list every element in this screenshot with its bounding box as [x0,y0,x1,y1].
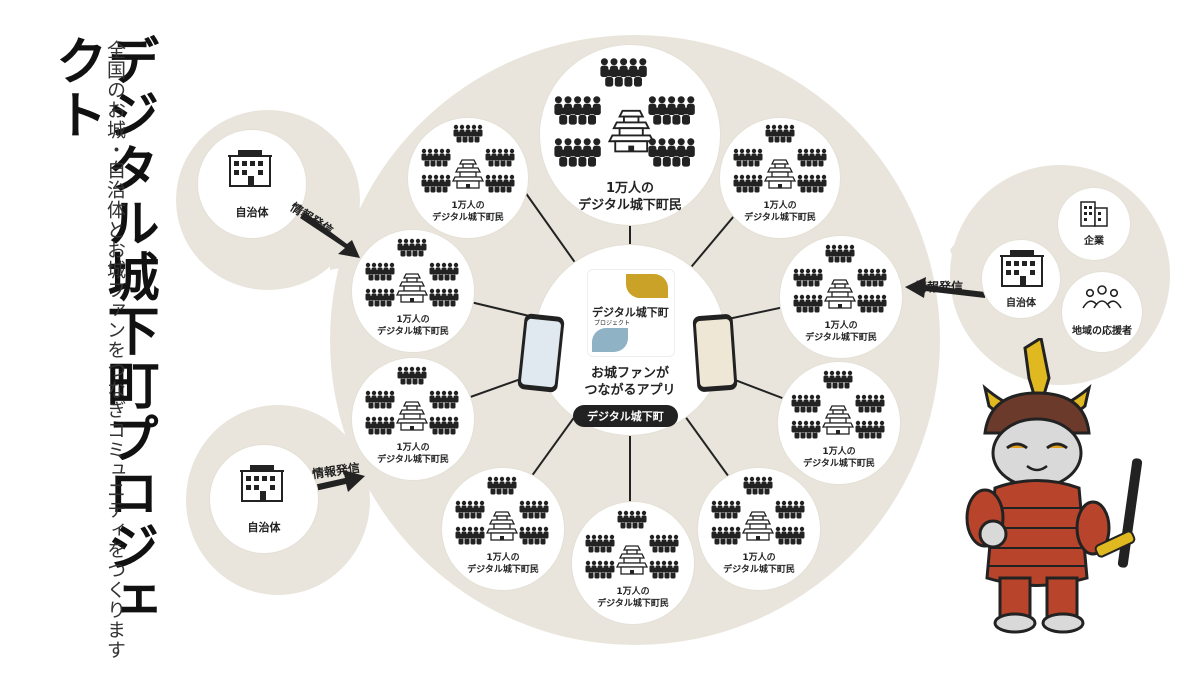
building-icon [228,150,273,187]
app-name-pill: デジタル城下町 [573,405,678,427]
community-label-line2: デジタル城下町民 [597,599,669,609]
phone-right-icon [692,313,738,393]
community-label-line1: 1万人の [616,587,650,597]
community-label-line2: デジタル城下町民 [744,213,816,223]
community-node: 1万人の デジタル城下町民 [352,358,474,480]
group-label: 自治体 [235,206,269,219]
community-label-line2: デジタル城下町民 [805,333,877,343]
group-label: 地域の応援者 [1072,326,1132,337]
left-top-connector [330,150,380,270]
samurai-cat-mascot [965,338,1143,634]
logo-sub: プロジェクト [594,320,631,327]
office-building-icon [1080,201,1108,227]
community-label-line1: 1万人の [822,447,856,457]
community-label-line2: デジタル城下町民 [723,565,795,575]
company-bubble: 企業 [1058,188,1130,260]
left-bottom-group: 自治体 [210,445,318,553]
app-caption-line1: お城ファンが [590,366,669,381]
community-node: 1万人の デジタル城下町民 [572,502,694,624]
right-connector [950,210,985,340]
building-icon [240,465,285,502]
community-label-line2: デジタル城下町民 [467,565,539,575]
community-label-line1: 1万人の [451,201,485,211]
arrow-right [905,277,985,298]
community-label-line2: デジタル城下町民 [377,327,449,337]
arrow-left-top [300,212,360,258]
community-label-line1: 1万人の [486,553,520,563]
community-node: 1万人の デジタル城下町民 [698,468,820,590]
community-label-line2: デジタル城下町民 [578,198,682,213]
info-arrow-label: 情報発信 [915,280,964,294]
community-node: 1万人の デジタル城下町民 [352,230,474,352]
community-node: 1万人の デジタル城下町民 [720,118,840,238]
community-label-line1: 1万人の [824,321,858,331]
page-subtitle: 全国のお城・自治体とお城ファンをつなぎコミュニティをつくります [104,40,126,660]
community-node: 1万人の デジタル城下町民 [442,468,564,590]
app-logo: デジタル城下町 プロジェクト [587,269,675,357]
community-node: 1万人の デジタル城下町民 [780,236,902,358]
community-label-line2: デジタル城下町民 [803,459,875,469]
community-label-line1: 1万人の [396,443,430,453]
community-label-line1: 1万人の [742,553,776,563]
logo-text: デジタル城下町 [592,306,669,319]
app-caption-line2: つながるアプリ [584,383,676,398]
community-node: 1万人の デジタル城下町民 [778,362,900,484]
community-label-line2: デジタル城下町民 [432,213,504,223]
logo-blue-shape [592,328,628,352]
community-node-top: 1万人の デジタル城下町民 [540,45,720,225]
logo-gold-shape [626,274,668,298]
group-label: 企業 [1084,236,1104,247]
building-icon [1000,250,1044,287]
community-label-line1: 1万人の [763,201,797,211]
center-app-node: デジタル城下町 プロジェクト お城ファンが つながるアプリ デジタル城下町 [517,245,738,435]
people-group-icon [1082,285,1122,309]
left-top-group: 自治体 [198,130,306,238]
municipality-bubble: 自治体 [982,240,1060,318]
community-label-line1: 1万人の [605,181,655,196]
community-label-line1: 1万人の [396,315,430,325]
phone-left-icon [517,313,565,393]
supporters-bubble: 地域の応援者 [1062,272,1142,352]
community-label-line2: デジタル城下町民 [377,455,449,465]
group-label: 自治体 [247,521,281,534]
community-node: 1万人の デジタル城下町民 [408,118,528,238]
page-title: デジタル城下町プロジェクト [46,34,158,628]
group-label: 自治体 [1006,298,1036,309]
